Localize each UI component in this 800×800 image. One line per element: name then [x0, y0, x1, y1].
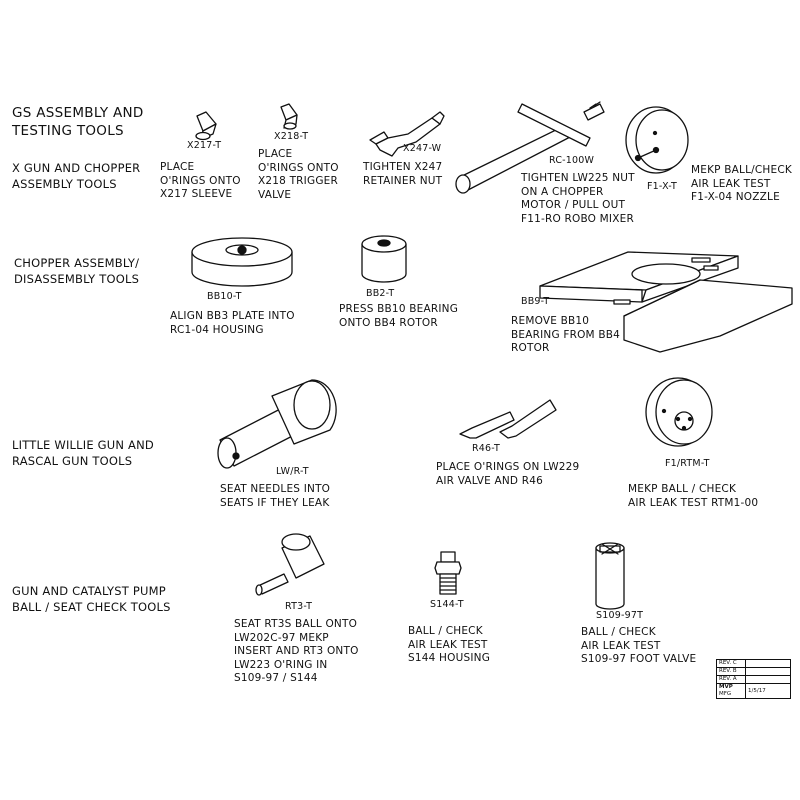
lwr-code: LW/R-T	[276, 466, 309, 477]
lwr-desc: SEAT NEEDLES INTO SEATS IF THEY LEAK	[220, 483, 331, 509]
bb2-desc: PRESS BB10 BEARING ONTO BB4 ROTOR	[339, 303, 459, 329]
page-title: GS ASSEMBLY AND TESTING TOOLS	[12, 105, 144, 139]
bb2-code: BB2-T	[366, 288, 395, 299]
title-block: REV. C REV. B REV. A MVP MFG 1/5/17	[716, 659, 791, 699]
rev-a-value	[745, 675, 791, 684]
rev-c-label: REV. C	[716, 659, 746, 668]
x218-tool-drawing	[280, 103, 298, 130]
s109-tool-drawing	[595, 542, 625, 610]
bb9-tool-drawing	[539, 251, 793, 353]
section-x-gun: X GUN AND CHOPPER ASSEMBLY TOOLS	[12, 161, 141, 191]
company-logo: MVP MFG	[716, 683, 746, 699]
x217-code: X217-T	[187, 140, 222, 151]
rt3-tool-drawing	[255, 533, 325, 596]
f1x-tool-drawing	[625, 106, 689, 174]
bb10-desc: ALIGN BB3 PLATE INTO RC1-04 HOUSING	[170, 310, 295, 336]
lwr-tool-drawing	[217, 379, 337, 469]
rc100w-desc: TIGHTEN LW225 NUT ON A CHOPPER MOTOR / P…	[521, 172, 635, 225]
s144-desc: BALL / CHECK AIR LEAK TEST S144 HOUSING	[408, 625, 491, 664]
f1x-desc: MEKP BALL/CHECK AIR LEAK TEST F1-X-04 NO…	[691, 164, 792, 203]
rev-c-value	[745, 659, 791, 668]
s144-tool-drawing	[434, 551, 462, 595]
bb10-code: BB10-T	[207, 291, 242, 302]
s109-desc: BALL / CHECK AIR LEAK TEST S109-97 FOOT …	[581, 626, 697, 665]
bb9-desc: REMOVE BB10 BEARING FROM BB4 ROTOR	[511, 315, 621, 354]
x217-tool-drawing	[195, 111, 217, 141]
s109-code: S109-97T	[596, 610, 644, 621]
x218-code: X218-T	[274, 131, 309, 142]
drawing-date: 1/5/17	[745, 683, 791, 699]
x218-desc: PLACE O'RINGS ONTO X218 TRIGGER VALVE	[258, 148, 339, 201]
f1x-code: F1-X-T	[647, 181, 678, 192]
r46-desc: PLACE O'RINGS ON LW229 AIR VALVE AND R46	[436, 461, 580, 487]
r46-tool-drawing	[459, 399, 557, 439]
rc100w-code: RC-100W	[549, 155, 595, 166]
f1rtm-tool-drawing	[645, 377, 713, 447]
rev-b-label: REV. B	[716, 667, 746, 676]
x247-desc: TIGHTEN X247 RETAINER NUT	[363, 161, 443, 187]
rt3-code: RT3-T	[285, 601, 313, 612]
f1rtm-code: F1/RTM-T	[665, 458, 710, 469]
section-gun-catalyst: GUN AND CATALYST PUMP BALL / SEAT CHECK …	[12, 584, 171, 614]
x247-wrench-drawing	[369, 111, 445, 157]
s144-code: S144-T	[430, 599, 464, 610]
f1rtm-desc: MEKP BALL / CHECK AIR LEAK TEST RTM1-00	[628, 483, 759, 509]
bb10-tool-drawing	[191, 237, 293, 287]
section-little-willie: LITTLE WILLIE GUN AND RASCAL GUN TOOLS	[12, 438, 154, 468]
x247-code: X247-W	[403, 143, 442, 154]
rev-b-value	[745, 667, 791, 676]
x217-desc: PLACE O'RINGS ONTO X217 SLEEVE	[160, 161, 241, 200]
section-chopper: CHOPPER ASSEMBLY/ DISASSEMBLY TOOLS	[14, 256, 140, 286]
rt3-desc: SEAT RT3S BALL ONTO LW202C-97 MEKP INSER…	[234, 618, 359, 684]
rev-a-label: REV. A	[716, 675, 746, 684]
rc100w-tool-drawing	[455, 101, 605, 194]
r46-code: R46-T	[472, 443, 501, 454]
bb9-code: BB9-T	[521, 296, 550, 307]
bb2-tool-drawing	[361, 235, 407, 283]
